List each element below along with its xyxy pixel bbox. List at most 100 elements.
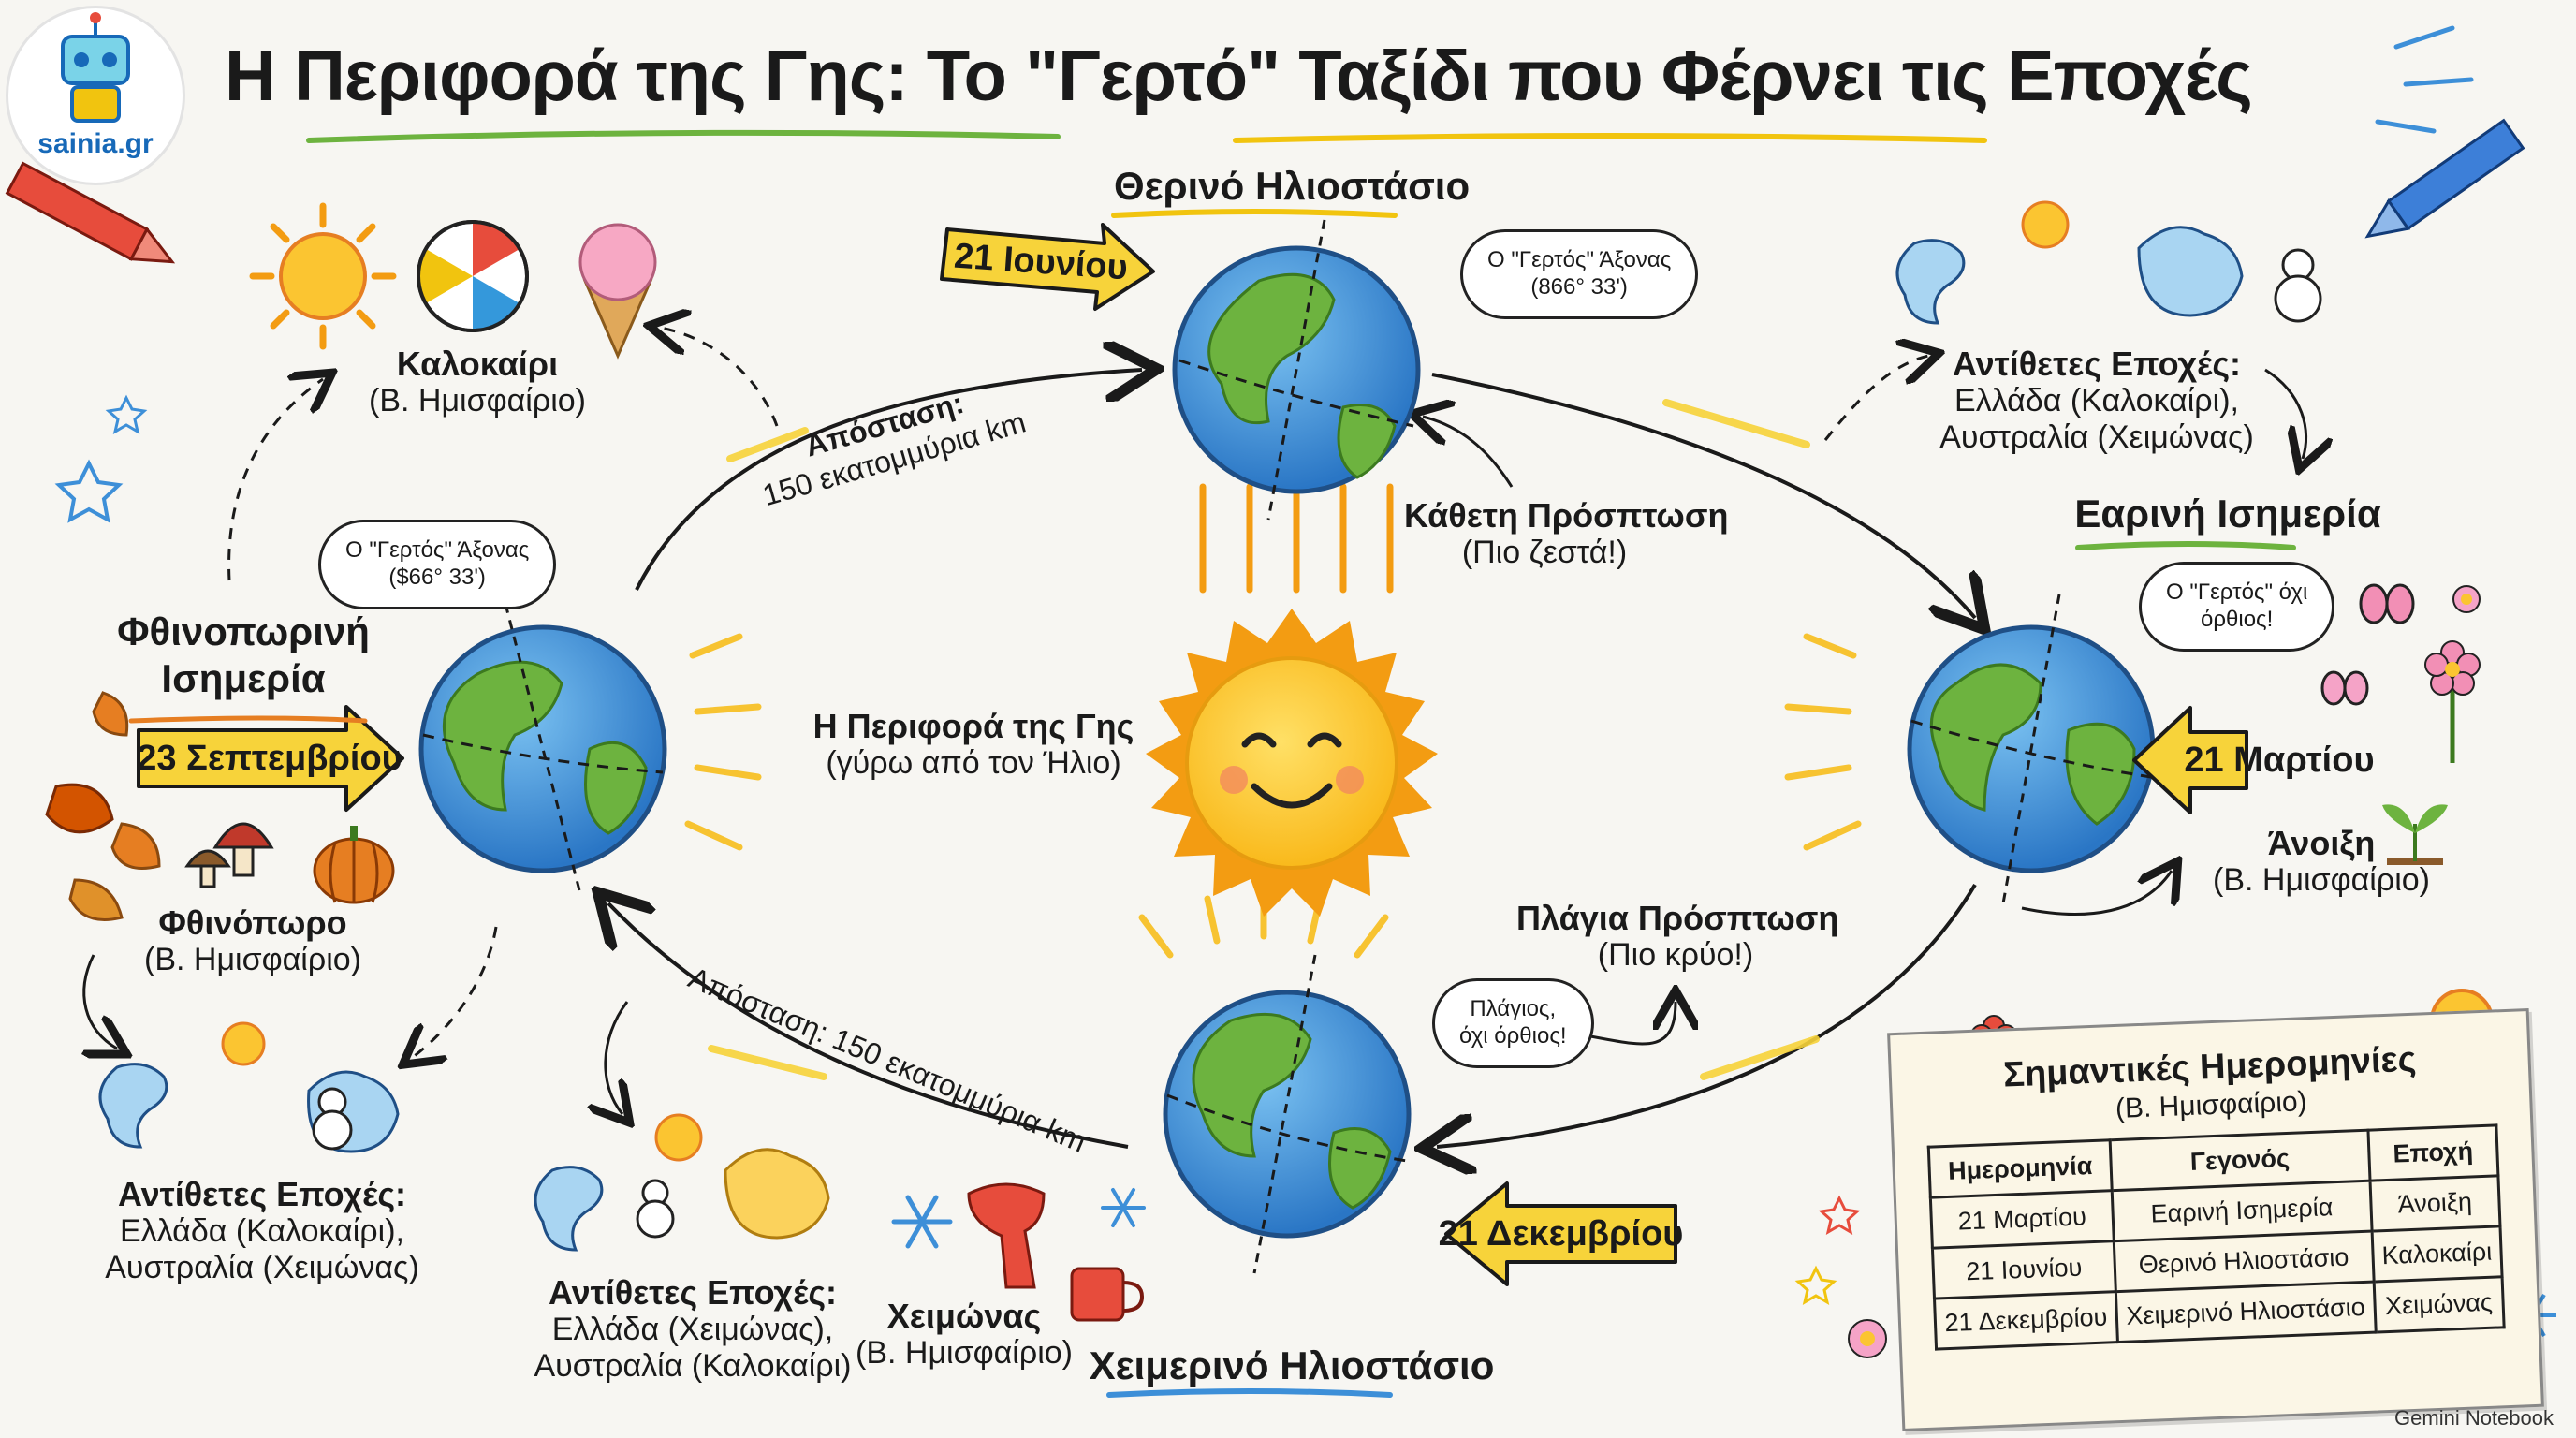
winter-opposite-line2: Αυστραλία (Καλοκαίρι) [534,1348,852,1385]
spring-date-label: 21 Μαρτίου [2184,740,2375,780]
summer-axis-cloud-line1: Ο "Γερτός" Άξονας [1487,247,1672,272]
spring-season-label: Άνοιξη (Β. Ημισφαίριο) [2181,824,2462,899]
sun-icon [654,1113,703,1162]
flower-icon [2424,640,2481,763]
winter-cloud-line2: όχι όρθιος! [1459,1022,1567,1049]
winter-solstice-heading: Χειμερινό Ηλιοστάσιο [1089,1343,1495,1387]
winter-axis-cloud: Πλάγιος, όχι όρθιος! [1432,978,1594,1068]
table-cell: Άνοιξη [2369,1175,2500,1232]
table-header: Ημερομηνία [1928,1139,2113,1198]
summer-solstice-heading: Θερινό Ηλιοστάσιο [1114,164,1471,208]
important-dates-card: Σημαντικές Ημερομηνίες (Β. Ημισφαίριο) Η… [1887,1007,2544,1432]
spring-cloud-line1: Ο "Γερτός" όχι [2166,580,2308,605]
table-cell: 21 Δεκεμβρίου [1934,1291,2118,1350]
star-icon [1818,1195,1861,1236]
footer-credit: Gemini Notebook [2394,1406,2554,1430]
earth-spring-icon [1907,594,2156,904]
leaf-icon [92,691,129,737]
snowflake-icon [891,1195,953,1249]
orbit-arrow-summer-spring [1431,373,1975,618]
scarf-icon [967,1182,1046,1289]
spring-equinox-heading: Εαρινή Ισημερία [2074,492,2381,536]
beach-ball-icon [417,220,529,332]
hot-cup-icon [1070,1267,1145,1322]
greece-map-icon [534,1166,604,1252]
spring-season-title: Άνοιξη [2267,824,2376,862]
winter-season-sub: (Β. Ημισφαίριο) [856,1335,1073,1372]
autumn-axis-cloud: Ο "Γερτός" Άξονας ($66° 33') [318,520,557,609]
winter-cloud-line1: Πλάγιος, [1470,996,1557,1021]
incidence-arrow-summer [1423,417,1514,488]
date-arrow-summer [940,223,1155,311]
table-cell: Καλοκαίρι [2371,1225,2503,1283]
table-cell: Χειμώνας [2373,1276,2505,1333]
winter-incidence-title: Πλάγια Πρόσπτωση [1516,899,1839,937]
summer-axis-cloud: Ο "Γερτός" Άξονας (866° 33') [1460,229,1699,319]
earth-autumn-icon [418,603,667,895]
butterfly-icon [2320,670,2369,706]
page-title: Η Περιφορά της Γης: Το "Γερτό" Ταξίδι πο… [225,37,2253,116]
winter-incidence: Πλάγια Πρόσπτωση (Πιο κρύο!) [1516,899,1839,974]
summer-season-label: Καλοκαίρι (Β. Ημισφαίριο) [328,345,627,419]
winter-date-label: 21 Δεκεμβρίου [1438,1213,1684,1254]
winter-incidence-sub: (Πιο κρύο!) [1597,937,1754,974]
spring-opposite-label: Αντίθετες Εποχές: Ελλάδα (Καλοκαίρι), Αυ… [1928,345,2265,457]
autumn-opposite-line2: Αυστραλία (Χειμώνας) [105,1250,419,1286]
autumn-season-title: Φθινόπωρο [158,903,347,942]
butterfly-icon [2359,583,2415,624]
autumn-season-sub: (Β. Ημισφαίριο) [144,942,361,978]
earth-summer-icon [1172,219,1421,521]
table-cell: 21 Μαρτίου [1930,1190,2115,1249]
center-label-sub: (γύρω από τον Ήλιο) [826,745,1121,782]
leaf-icon [45,783,114,834]
summer-season-arrow [660,328,779,427]
autumn-opposite-line1: Ελλάδα (Καλοκαίρι), [120,1213,404,1250]
table-header: Εποχή [2367,1124,2498,1181]
earth-winter-icon [1163,954,1412,1274]
crayon-icon [5,161,176,264]
autumn-axis-cloud-line2: ($66° 33') [388,564,486,590]
winter-season-title: Χειμώνας [886,1297,1042,1335]
autumn-heading-line1: Φθινοπωρινή [117,609,370,653]
summer-opposite-arrow [1823,356,1928,441]
leaf-icon [68,878,124,921]
autumn-summer-dashed-arrow [227,379,323,581]
star-icon [54,459,124,523]
leaf-icon [110,822,161,870]
autumn-opposite-arrow [84,954,117,1049]
snowman-icon [2274,248,2322,323]
summer-season-title: Καλοκαίρι [396,345,559,383]
summer-season-sub: (Β. Ημισφαίριο) [369,383,586,419]
snowman-icon [312,1087,353,1151]
date-arrow-winter [1444,1181,1677,1286]
autumn-heading-line2: Ισημερία [161,656,326,701]
logo-text: sainia.gr [37,128,154,159]
table-cell: 21 Ιουνίου [1932,1240,2116,1299]
autumn-date-label: 23 Σεπτεμβρίου [137,738,402,778]
date-arrow-spring [2132,706,2248,814]
greece-map-icon [1895,239,1966,325]
snowflake-icon [1101,1188,1146,1227]
sainia-logo: sainia.gr [6,6,185,185]
flower-icon [1848,1319,1887,1358]
australia-map-icon [2137,226,2244,317]
orbit-arrow-autumn-summer [635,370,1142,591]
spring-axis-cloud: Ο "Γερτός" όχι όρθιος! [2139,562,2335,652]
spring-cloud-line2: όρθιος! [2201,606,2274,632]
sun-icon [249,202,397,350]
robot-icon [61,12,130,123]
spring-season-sub: (Β. Ημισφαίριο) [2213,862,2430,899]
star-icon [1794,1265,1837,1306]
table-cell: Χειμερινό Ηλιοστάσιο [2115,1282,2376,1343]
summer-incidence: Κάθετη Πρόσπτωση (Πιο ζεστά!) [1404,496,1728,571]
mushroom-icon [184,822,274,888]
winter-opposite-title: Αντίθετες Εποχές: [548,1273,838,1312]
orbit-arrow-winter-autumn [608,903,1129,1149]
spring-opposite-arrow [2264,368,2306,459]
snowman-icon [636,1179,675,1239]
winter-season-label: Χειμώνας (Β. Ημισφαίριο) [852,1297,1076,1372]
autumn-opposite-title: Αντίθετες Εποχές: [117,1175,407,1213]
sun-icon [2021,200,2070,249]
center-label: Η Περιφορά της Γης (γύρω από τον Ήλιο) [805,707,1142,782]
